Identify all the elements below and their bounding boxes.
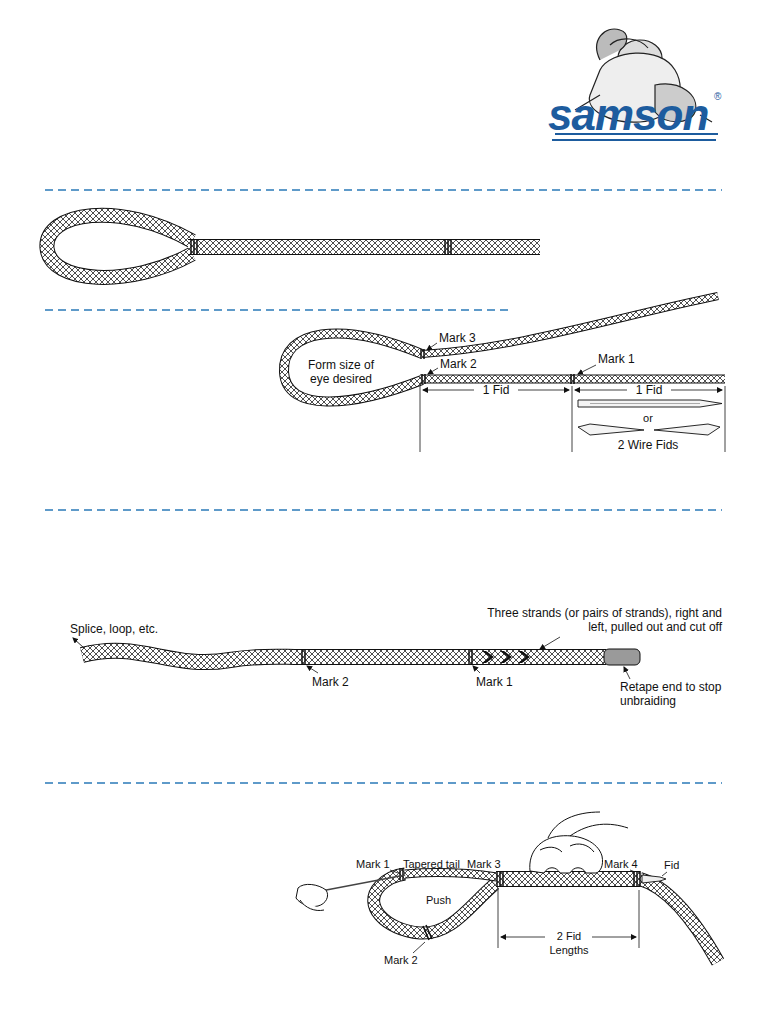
- hand: [296, 812, 628, 911]
- fid-label: 2 Wire Fids: [600, 438, 696, 452]
- or-label: or: [638, 411, 658, 425]
- direction-note: Splice, loop, etc.: [70, 622, 158, 636]
- mark-label: Mark 2: [440, 357, 477, 371]
- logo-wordmark: samson: [548, 92, 708, 138]
- instruction-note: Form size of eye desired: [298, 358, 384, 386]
- dimension-label: 2 Fid Lengths: [545, 929, 593, 957]
- mark-label: Mark 3: [439, 331, 476, 345]
- instruction-note: Retape end to stop unbraiding: [620, 680, 740, 708]
- mark-label: Mark 2: [312, 675, 349, 689]
- dimension-label: 1 Fid: [476, 383, 516, 397]
- fid-label: Fid: [664, 858, 679, 872]
- mark-label: Mark 2: [384, 953, 418, 967]
- mark-label: Mark 1: [598, 352, 635, 366]
- taper-rope: [73, 637, 640, 679]
- mark-label: Mark 4: [604, 857, 638, 871]
- registered-mark: ®: [714, 92, 721, 102]
- mark-label: Mark 1: [356, 857, 390, 871]
- instruction-note: Three strands (or pairs of strands), rig…: [470, 606, 722, 634]
- marking-rope: [284, 296, 725, 452]
- insert-rope: [300, 868, 718, 962]
- tail-label: Tapered tail: [403, 857, 460, 871]
- mark-label: Mark 3: [467, 857, 501, 871]
- push-label: Push: [424, 893, 453, 907]
- finished-eye-splice: [47, 215, 540, 277]
- dimension-label: 1 Fid: [629, 383, 669, 397]
- mark-label: Mark 1: [476, 675, 513, 689]
